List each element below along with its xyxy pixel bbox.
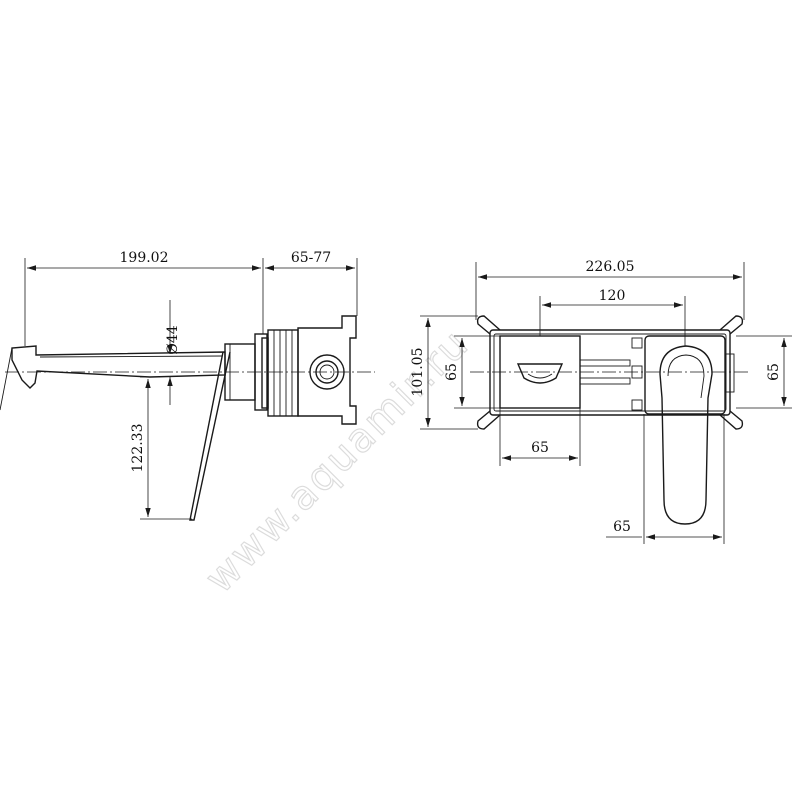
front-view: 226.05 120 101.05 65 65 65 65 [410,259,792,544]
threaded-section [267,329,299,417]
valve-body [297,315,357,425]
dim-label-height: 122.33 [130,424,146,473]
dim-label-diameter: Ø44 [165,325,181,354]
spout-inner-line [39,355,223,358]
handle-plate [644,335,726,415]
mounting-plate-inner [493,333,727,412]
handle-lever [659,345,713,525]
dim-label-spout-width: 65 [531,440,549,456]
dim-label-spout-length: 199.02 [120,250,169,266]
handle-lever-inner [667,354,705,399]
dim-label-left-height: 65 [444,363,460,381]
dim-label-total-width: 226.05 [586,259,635,275]
clip-bottom [631,399,643,411]
spout-outlet [516,363,564,384]
side-tab [725,353,735,393]
mounting-lug-top-left [476,315,501,335]
dim-label-handle-width: 65 [613,519,631,535]
clip-top [631,337,643,349]
lever-handle [189,351,231,521]
dim-label-wall-depth: 65-77 [291,250,331,266]
mounting-lug-bottom-right [719,410,744,430]
spout-outline [11,345,226,389]
connector-bottom [579,377,631,385]
connector-top [579,359,631,367]
mounting-lug-top-right [719,315,744,335]
side-view: 199.02 65-77 Ø44 122.33 [0,250,375,521]
spout-outlet-inner [527,373,553,379]
mounting-plate [489,329,731,416]
thread-lines [273,330,293,416]
dim-label-center-distance: 120 [599,288,626,304]
dim-label-plate-height: 101.05 [410,348,426,397]
watermark-text: www.aquamir.ru [197,320,479,602]
dim-label-right-height: 65 [766,363,782,381]
spout-break-line [0,347,13,411]
mounting-lug-bottom-left [476,410,501,430]
